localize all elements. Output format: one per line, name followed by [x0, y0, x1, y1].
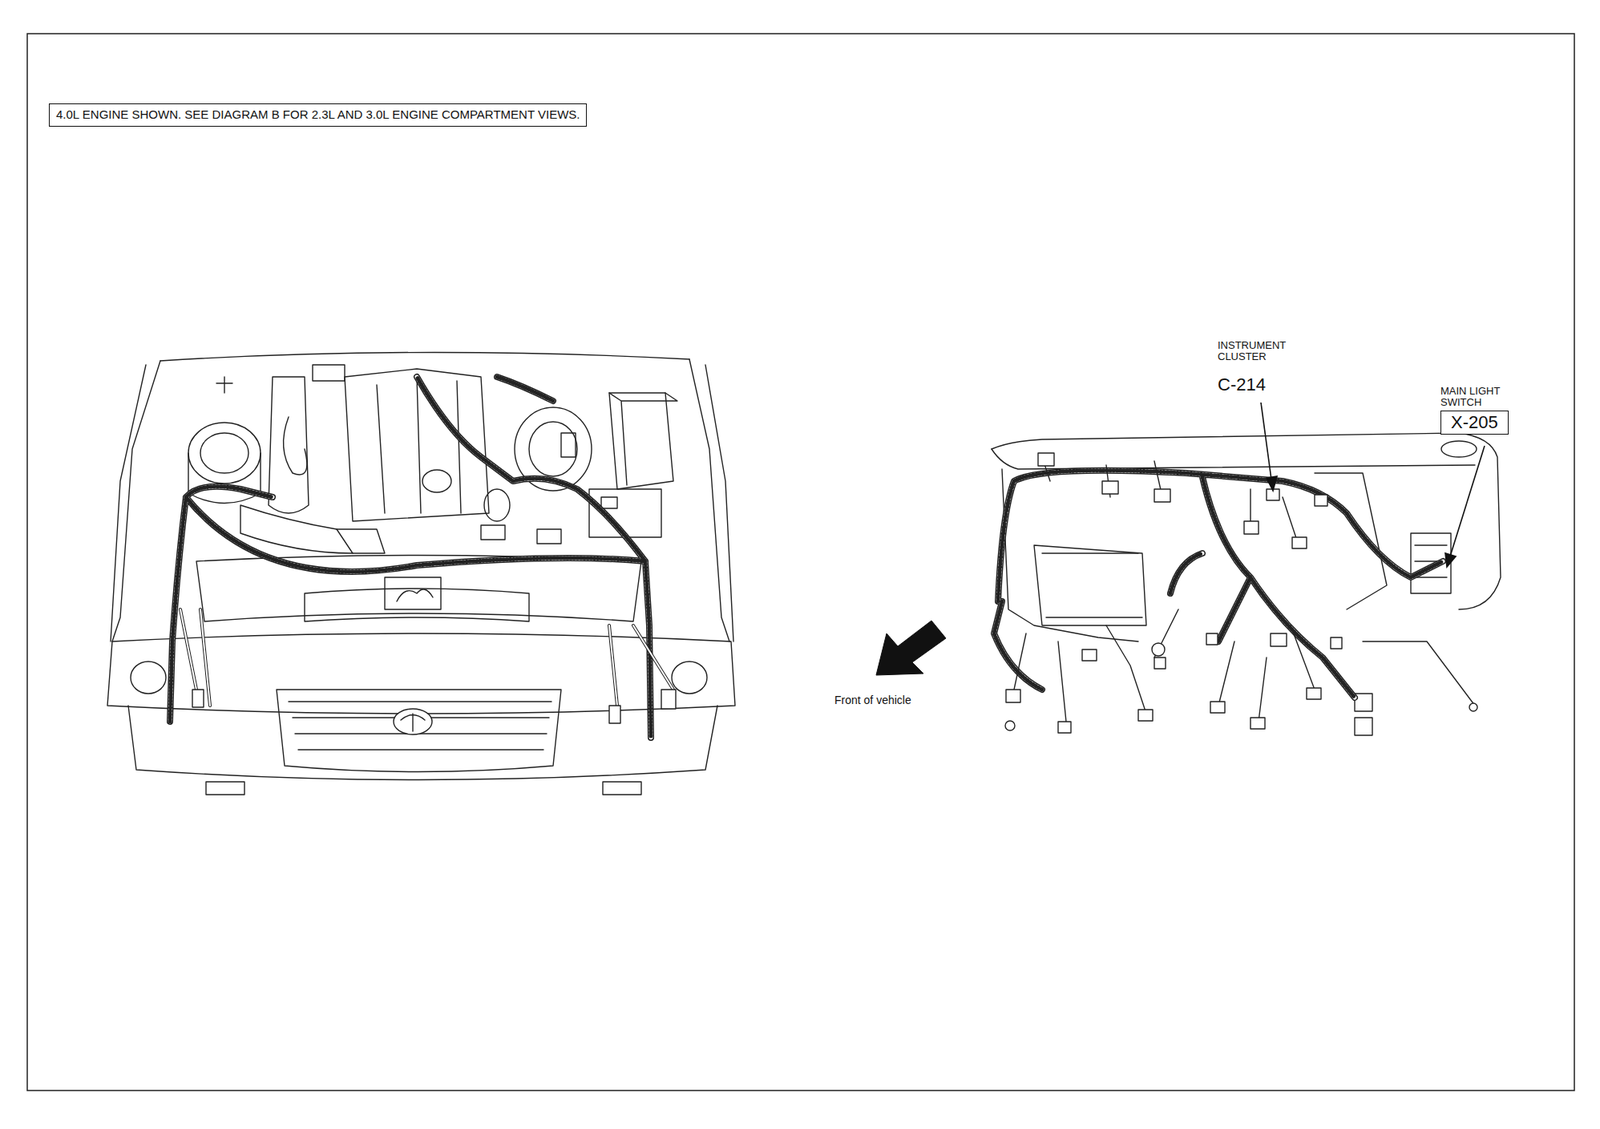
leader-arrows-part	[1260, 402, 1272, 480]
connector-number: C-214	[1217, 375, 1266, 394]
leader-arrows-part	[1450, 445, 1485, 557]
wiring-harness-part	[180, 609, 674, 706]
dash-harness-part-part	[1270, 633, 1287, 647]
engine-compartment-drawing-part	[609, 392, 674, 489]
wiring-harness-part	[192, 689, 204, 708]
engine-compartment-drawing-part	[288, 701, 552, 750]
engine-compartment-drawing-part	[689, 359, 730, 642]
part-name: INSTRUMENT CLUSTER	[1217, 339, 1306, 362]
dash-harness-part-part	[1250, 717, 1265, 729]
instrument-panel-drawing-part	[1002, 468, 1139, 642]
instrument-panel-drawing-part	[1034, 545, 1147, 626]
engine-compartment-drawing-part	[705, 364, 734, 642]
wiring-harness-part	[661, 689, 676, 709]
instrument-panel-drawing-part	[1441, 440, 1477, 457]
wiring-harness-part	[609, 705, 621, 724]
engine-compartment-drawing-part	[601, 496, 618, 509]
dash-harness-part	[993, 470, 1443, 698]
dash-harness-part-part	[1154, 657, 1166, 669]
wiring-harness-part	[169, 376, 651, 738]
direction-arrow	[876, 620, 946, 675]
engine-compartment-drawing-part	[336, 529, 385, 554]
boxed-text: X-205	[1440, 410, 1509, 435]
engine-compartment-drawing-part	[188, 422, 261, 484]
dash-harness-part-part	[1469, 703, 1478, 712]
engine-compartment-drawing-part	[376, 376, 461, 514]
dash-harness-part-part	[1210, 701, 1225, 713]
engine-compartment-drawing-part	[484, 488, 510, 522]
engine-compartment-drawing-part	[283, 416, 308, 475]
engine-compartment-drawing-part	[602, 781, 642, 795]
dash-harness-part-part	[1154, 488, 1171, 502]
engine-compartment-drawing-part	[396, 589, 433, 602]
engine-compartment-drawing-part	[671, 661, 708, 694]
dash-harness-part-part	[1058, 721, 1071, 733]
engine-compartment-drawing-part	[160, 351, 690, 361]
engine-compartment-drawing-part	[537, 529, 562, 544]
connector-callout: MAIN LIGHT SWITCHX-205	[1440, 385, 1531, 435]
instrument-panel-drawing-part	[991, 448, 1475, 469]
engine-compartment-drawing-part	[110, 364, 146, 642]
instrument-panel-drawing-part	[1354, 717, 1373, 736]
wiring-harness	[169, 376, 676, 738]
engine-compartment-drawing-part	[400, 713, 425, 732]
dash-harness-part	[1005, 452, 1478, 733]
boxed-text: 4.0L ENGINE SHOWN. SEE DIAGRAM B FOR 2.3…	[48, 103, 587, 127]
engine-compartment-drawing-part	[529, 421, 578, 477]
engine-compartment-drawing-part	[609, 392, 678, 485]
dash-harness-part	[993, 470, 1443, 698]
instrument-panel-drawing-part	[1042, 553, 1143, 618]
dash-harness	[993, 452, 1478, 733]
engine-compartment-drawing-part	[561, 432, 576, 457]
engine-compartment-drawing-part	[422, 469, 452, 493]
engine-compartment-drawing-part	[480, 525, 506, 540]
dash-harness-part	[993, 470, 1443, 698]
dash-harness-part	[1014, 456, 1475, 722]
engine-compartment-drawing-part	[393, 708, 433, 735]
engine-compartment-drawing-part	[188, 452, 261, 504]
dash-harness-part-part	[1306, 687, 1322, 699]
instrument-panel-drawing	[991, 432, 1501, 736]
dash-harness-part-part	[1292, 537, 1307, 549]
dash-harness-part-part	[1314, 494, 1328, 506]
dash-harness-part-part	[1038, 452, 1055, 466]
dash-harness-part-part	[1138, 709, 1153, 721]
engine-compartment-drawing	[107, 351, 736, 795]
dash-harness-part-part	[1006, 689, 1021, 703]
dash-harness-part-part	[1206, 633, 1218, 645]
engine-compartment-drawing-part	[206, 781, 245, 795]
engine-compartment-drawing-part	[130, 661, 166, 694]
leader-arrows-part	[1266, 476, 1277, 491]
leader-arrows-part	[1445, 553, 1456, 567]
dash-harness-part-part	[1005, 720, 1015, 731]
direction-note: Front of vehicle	[834, 694, 912, 707]
engine-compartment-drawing-part	[304, 588, 530, 622]
engine-compartment-drawing-part	[216, 376, 233, 393]
engine-compartment-drawing-part	[200, 432, 249, 473]
page-frame	[27, 33, 1575, 1091]
dash-harness-part-part	[1330, 637, 1342, 649]
engine-compartment-drawing-part	[276, 689, 562, 772]
engine-compartment-drawing-part	[384, 577, 441, 610]
dash-harness-part-part	[1082, 649, 1097, 661]
dash-harness-part-part	[1244, 521, 1259, 534]
engine-compartment-drawing-part	[128, 705, 718, 780]
dash-harness-part-part	[1102, 480, 1119, 494]
dash-harness-part-part	[1151, 642, 1165, 656]
heading-text: MAIN LIGHT SWITCH	[1440, 385, 1529, 409]
engine-compartment-drawing-part	[268, 376, 309, 514]
wiring-harness-part	[180, 609, 674, 706]
wiring-harness-part	[169, 376, 651, 738]
engine-compartment-drawing-part	[312, 364, 345, 381]
wiring-harness-part	[169, 376, 651, 738]
engine-compartment-drawing-part	[240, 505, 353, 554]
note-box: 4.0L ENGINE SHOWN. SEE DIAGRAM B FOR 2.3…	[48, 101, 590, 127]
